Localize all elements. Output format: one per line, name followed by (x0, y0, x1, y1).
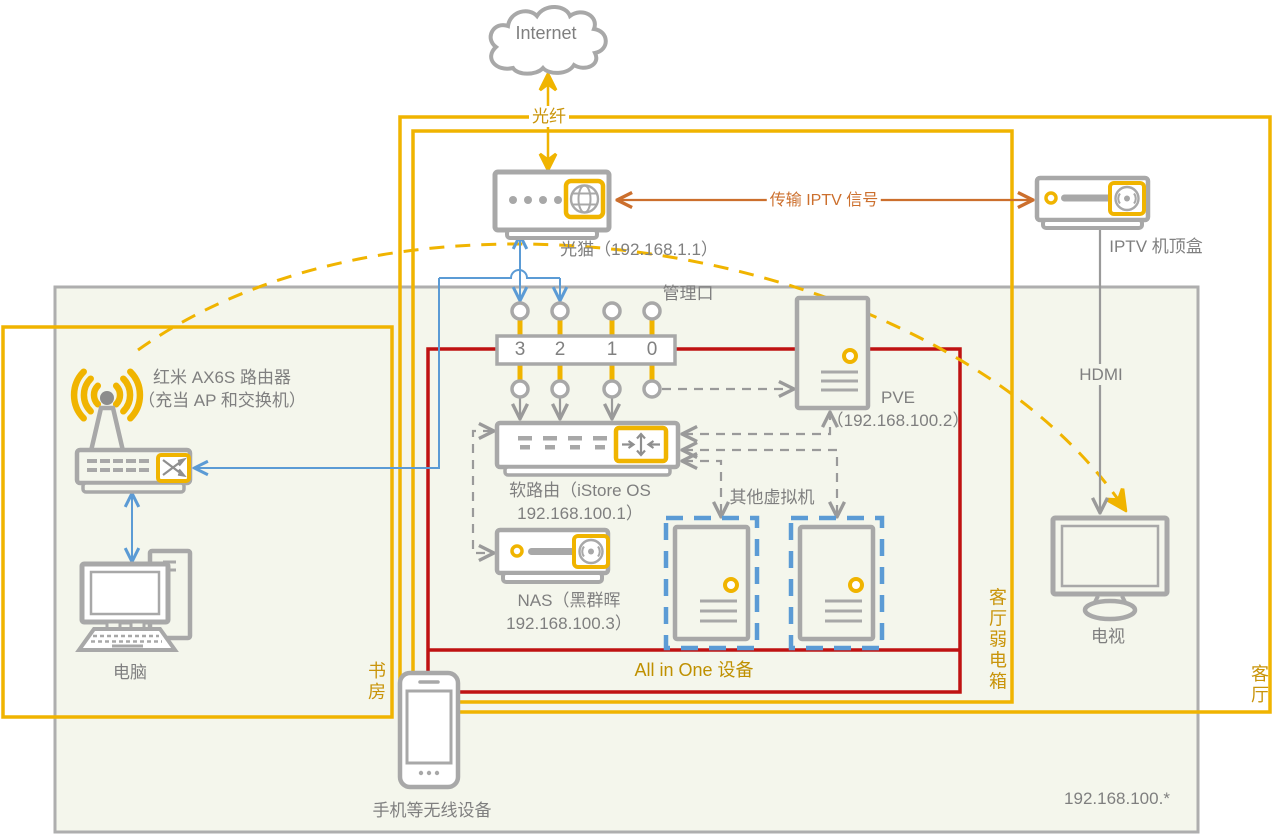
nas-icon (494, 527, 611, 584)
zone-lan-subnet-box (53, 285, 1200, 834)
iptv-stb-icon (1034, 175, 1151, 230)
zone-weak-current-label: 客厅弱电箱 (987, 587, 1007, 693)
pve-name: PVE (880, 388, 916, 407)
routing-arrows-icon (613, 425, 669, 464)
zone-study-label: 书房 (366, 661, 386, 703)
zone-study-box (1, 325, 394, 719)
tv-icon (1050, 515, 1170, 622)
pc-icon (75, 548, 193, 652)
switch-port-3: 3 (514, 339, 526, 360)
switch-port-0: 0 (646, 339, 658, 360)
internet-label: Internet (515, 23, 577, 43)
iptv-stb-label: IPTV 机顶盒 (1109, 237, 1203, 256)
hdmi-label: HDMI (1076, 364, 1126, 385)
vm2-icon (788, 515, 885, 651)
switch-crossover-icon (156, 453, 191, 483)
other-vms-label: 其他虚拟机 (729, 488, 815, 507)
management-port-label: 管理口 (662, 284, 714, 303)
optical-modem-icon (492, 169, 612, 240)
speaker-icon (1108, 181, 1146, 216)
bridge-router-nas-dashed (471, 431, 492, 553)
internet-cloud-icon (488, 5, 608, 76)
switch-port-1: 1 (606, 339, 618, 360)
tv-label: 电视 (1091, 627, 1125, 646)
zone-all-in-one-label: All in One 设备 (634, 660, 754, 680)
wifi-cast-dashed-link (137, 242, 1124, 508)
switch-port-2: 2 (554, 339, 566, 360)
lan-link-branch (439, 269, 560, 279)
wifi-waves-icon (70, 368, 144, 422)
pve-label: PVE （192.168.100.2） (827, 386, 970, 432)
switch-ports-strip (495, 301, 677, 399)
bridge-router-vm2-dashed (684, 450, 837, 515)
bridge-router-vm1-dashed (684, 461, 721, 515)
iptv-signal-label: 传输 IPTV 信号 (766, 190, 882, 211)
modem-label: 光猫（192.168.1.1） (560, 240, 718, 259)
globe-icon (563, 178, 606, 220)
redmi-router-icon (70, 368, 193, 494)
bridge-router-pve-dashed (684, 414, 830, 434)
speaker-icon (572, 534, 610, 569)
zone-living-room-box (398, 115, 1272, 714)
zone-living-room-label: 客厅 (1249, 664, 1269, 706)
zone-weak-current-box (411, 129, 1014, 704)
subnet-label: 192.168.100.* (1064, 789, 1170, 808)
pve-ip: （192.168.100.2） (826, 411, 970, 430)
pve-server-icon (794, 295, 871, 411)
redmi-router-label: 红米 AX6S 路由器（充当 AP 和交换机） (138, 368, 306, 410)
lan-link-to-redmi (196, 278, 440, 468)
pc-label: 电脑 (113, 663, 147, 682)
soft-router-icon (494, 420, 681, 477)
phone-icon (397, 670, 461, 790)
fiber-label: 光纤 (529, 106, 569, 127)
vm1-icon (663, 515, 760, 651)
phone-label: 手机等无线设备 (372, 801, 492, 820)
